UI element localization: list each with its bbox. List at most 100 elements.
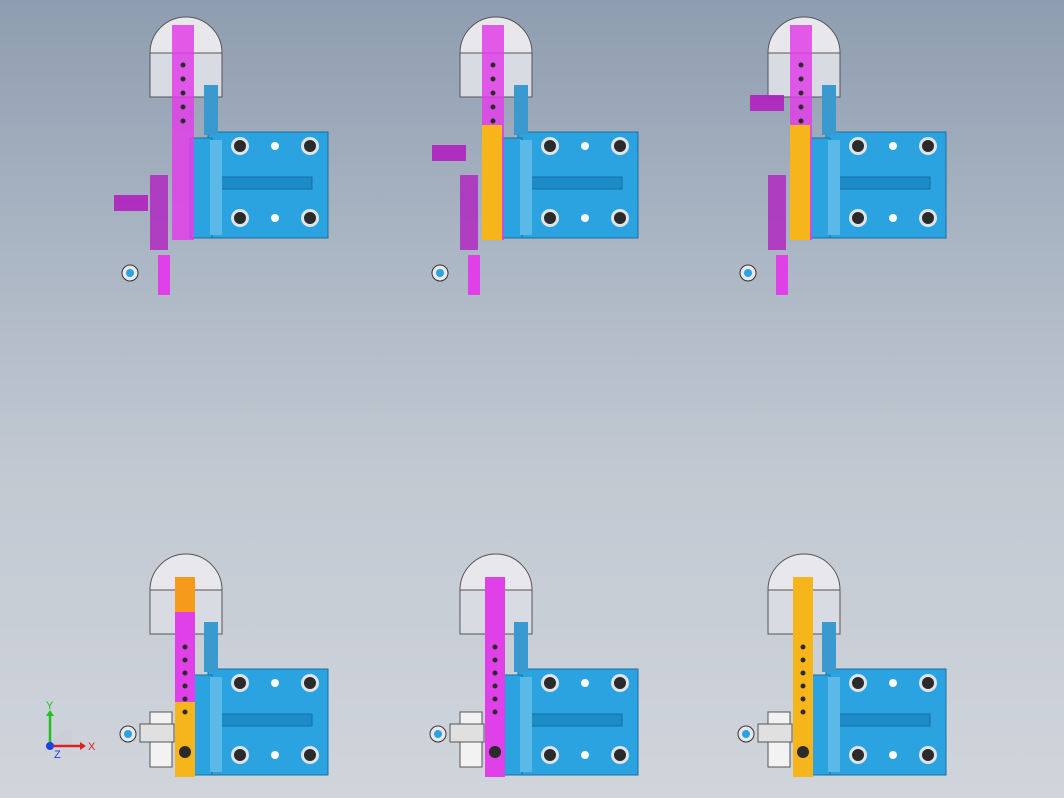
locator-bar	[175, 702, 195, 777]
clamp-assembly-1[interactable]	[114, 16, 329, 295]
cylinder-mount	[204, 622, 218, 672]
pin-hole	[271, 751, 279, 759]
clamp-assembly-5[interactable]	[429, 553, 639, 777]
bolt-head-icon	[852, 140, 864, 152]
pin-hole	[581, 679, 589, 687]
arm-hole	[180, 90, 186, 96]
arm-hole	[490, 76, 496, 82]
arm-hole	[800, 644, 806, 650]
locator-bar	[485, 702, 505, 777]
cylinder-mount	[514, 85, 528, 135]
y-axis-label: Y	[46, 700, 54, 712]
side-clamp	[757, 723, 793, 743]
locator-bar	[793, 702, 813, 777]
bolt-head-icon	[922, 677, 934, 689]
clamp-handle	[114, 195, 148, 211]
cylinder-mount	[822, 622, 836, 672]
side-clamp	[139, 723, 175, 743]
plate-side	[520, 677, 532, 772]
arm-hole	[798, 76, 804, 82]
pin-hole	[271, 214, 279, 222]
pivot-core	[742, 730, 750, 738]
arm-hole	[800, 709, 806, 715]
arm-hole	[492, 696, 498, 702]
base-plate-slot	[837, 176, 931, 190]
bolt-head-icon	[852, 212, 864, 224]
clamp-lever	[468, 255, 480, 295]
arm-hole	[182, 683, 188, 689]
side-clamp	[449, 723, 485, 743]
arm-hole	[182, 696, 188, 702]
arm-hole	[490, 90, 496, 96]
pin-hole	[889, 751, 897, 759]
arm-hole	[180, 104, 186, 110]
clamp-assembly-3[interactable]	[739, 16, 947, 295]
bolt-head-icon	[544, 140, 556, 152]
arm-hole	[490, 118, 496, 124]
bolt-head-icon	[304, 677, 316, 689]
bolt-head-icon	[304, 749, 316, 761]
clamp-assembly-2[interactable]	[431, 16, 639, 295]
clamp-link	[150, 175, 168, 250]
arm-hole	[800, 696, 806, 702]
z-axis-label: Z	[54, 749, 61, 760]
arm-hole	[182, 657, 188, 663]
clamp-bolt-icon	[489, 746, 501, 758]
arm-hole	[800, 657, 806, 663]
locator-bar	[482, 125, 502, 240]
bolt-head-icon	[234, 749, 246, 761]
bolt-head-icon	[922, 140, 934, 152]
arm-hole	[492, 657, 498, 663]
arm-hole	[180, 118, 186, 124]
pivot-core	[124, 730, 132, 738]
arm-hole	[800, 683, 806, 689]
pin-hole	[271, 679, 279, 687]
base-plate-slot	[529, 713, 623, 727]
arm-hole	[798, 104, 804, 110]
z-axis-icon	[46, 742, 54, 750]
arm-hole	[490, 62, 496, 68]
plate-side	[828, 140, 840, 235]
plate-side	[210, 140, 222, 235]
pin-hole	[271, 142, 279, 150]
clamp-arm	[172, 25, 194, 240]
pivot-core	[126, 269, 134, 277]
clamp-bolt-icon	[797, 746, 809, 758]
clamp-bolt-icon	[179, 746, 191, 758]
cylinder-mount	[204, 85, 218, 135]
pin-hole	[889, 214, 897, 222]
pivot-core	[436, 269, 444, 277]
bolt-head-icon	[234, 212, 246, 224]
plate-side	[210, 677, 222, 772]
arm-hole	[492, 670, 498, 676]
arm-hole	[492, 644, 498, 650]
arm-hole	[180, 62, 186, 68]
cylinder-mount	[514, 622, 528, 672]
arm-hole	[798, 90, 804, 96]
base-plate-slot	[219, 176, 313, 190]
bolt-head-icon	[544, 677, 556, 689]
bolt-head-icon	[852, 749, 864, 761]
arm-hole	[798, 62, 804, 68]
base-plate-slot	[529, 176, 623, 190]
bolt-head-icon	[922, 212, 934, 224]
clamp-assembly-6[interactable]	[737, 553, 947, 777]
clamp-link	[460, 175, 478, 250]
clamp-assembly-4[interactable]	[119, 553, 329, 777]
arm-hole	[492, 683, 498, 689]
bolt-head-icon	[234, 677, 246, 689]
bolt-head-icon	[614, 212, 626, 224]
cylinder-mount	[822, 85, 836, 135]
triad-plane-icon	[50, 729, 72, 746]
axis-triad: X Y Z	[46, 700, 96, 760]
locator-bar	[790, 125, 810, 240]
arm-hole	[800, 670, 806, 676]
pin-hole	[581, 214, 589, 222]
base-plate-slot	[837, 713, 931, 727]
clamp-link	[768, 175, 786, 250]
arm-hole	[182, 644, 188, 650]
bolt-head-icon	[544, 212, 556, 224]
arm-hole	[182, 670, 188, 676]
